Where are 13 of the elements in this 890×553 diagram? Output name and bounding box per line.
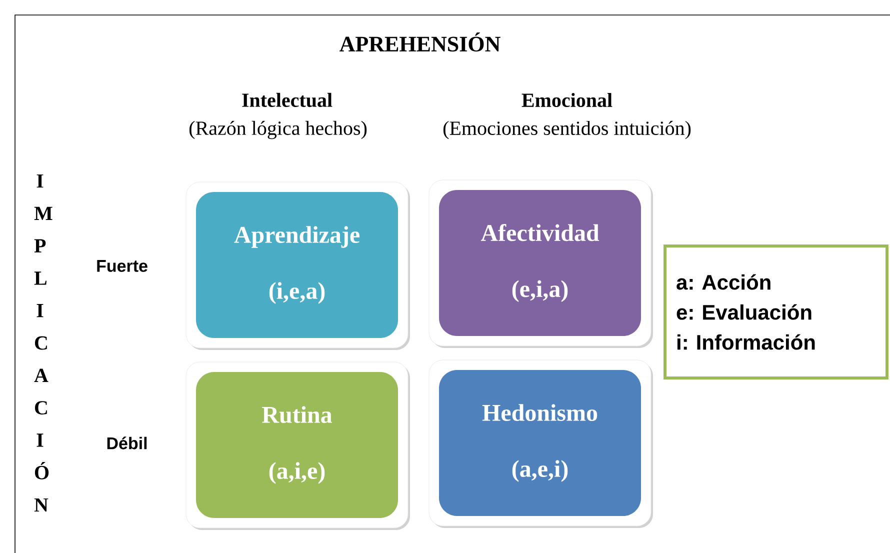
row-label: Fuerte (97, 260, 148, 272)
quadrant-box: Aprendizaje (i,e,a) (186, 182, 410, 350)
key-box: a: Acción e: Evaluación i: Información (664, 244, 888, 380)
axis-label: IMPLICACIÓN (34, 174, 52, 512)
column-heading: Emocional (522, 92, 612, 108)
quadrant-box: Afectividad (e,i,a) (428, 180, 653, 348)
quadrant-box: Hedonismo (a,e,i) (428, 360, 653, 528)
column-subheading: (Razón lógica hechos) (189, 120, 367, 140)
quadrant-box: Rutina (a,i,e) (186, 362, 410, 530)
column-subheading: (Emociones sentidos intuición) (443, 120, 691, 140)
row-label: Débil (107, 436, 147, 450)
column-heading: Intelectual (242, 92, 332, 108)
title: APREHENSIÓN (340, 32, 500, 52)
